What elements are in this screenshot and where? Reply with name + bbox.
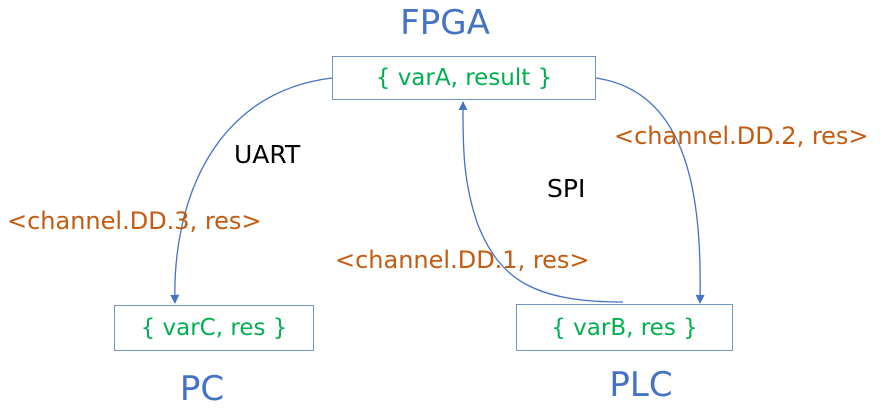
edge-fpga-to-plc bbox=[595, 77, 705, 304]
edge-plc-to-fpga bbox=[458, 101, 624, 303]
message-dd3: <channel.DD.3, res> bbox=[7, 207, 262, 235]
message-dd1: <channel.DD.1, res> bbox=[335, 246, 590, 274]
edge-fpga-to-pc bbox=[170, 77, 333, 304]
plc-box: { varB, res } bbox=[516, 304, 733, 351]
spi-label: SPI bbox=[547, 174, 586, 203]
fpga-title: FPGA bbox=[400, 3, 490, 43]
pc-box: { varC, res } bbox=[114, 305, 314, 351]
message-dd2: <channel.DD.2, res> bbox=[614, 122, 869, 150]
pc-vars: { varC, res } bbox=[140, 315, 288, 341]
fpga-box: { varA, result } bbox=[332, 56, 596, 100]
uart-label: UART bbox=[234, 140, 301, 169]
fpga-vars: { varA, result } bbox=[375, 65, 553, 91]
plc-vars: { varB, res } bbox=[551, 314, 698, 341]
pc-title: PC bbox=[179, 369, 225, 409]
plc-title: PLC bbox=[609, 365, 673, 405]
